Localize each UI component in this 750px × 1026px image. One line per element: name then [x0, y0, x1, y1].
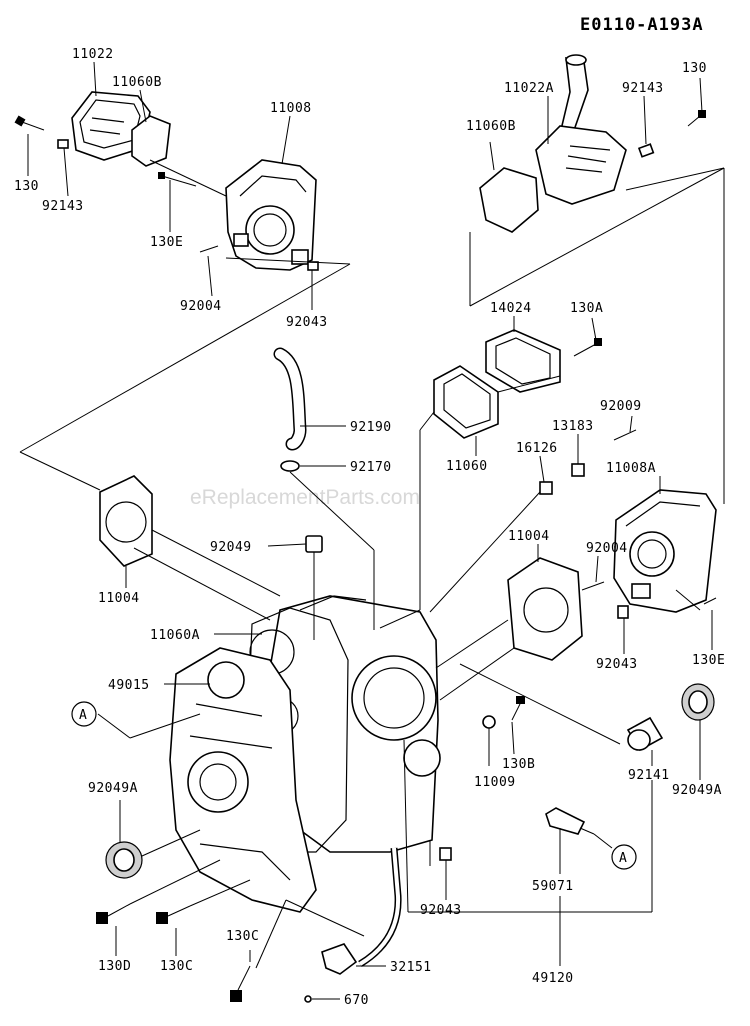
callout-130C: 130C	[226, 929, 259, 944]
callout-11022A: 11022A	[504, 81, 554, 96]
callout-130: 130	[14, 179, 39, 194]
callout-11022: 11022	[72, 47, 114, 62]
callout-14024: 14024	[490, 301, 532, 316]
reference-mark-a-left: A	[71, 701, 97, 727]
bolt-130-left	[14, 115, 45, 131]
cylinder-head-11008A	[613, 489, 717, 613]
callout-92143: 92143	[622, 81, 664, 96]
bolt-130-right	[687, 110, 706, 127]
collar-13183	[571, 463, 585, 477]
callout-16126: 16126	[516, 441, 558, 456]
callout-92141: 92141	[628, 768, 670, 783]
gasket-11004-right	[507, 557, 583, 661]
callout-92043: 92043	[596, 657, 638, 672]
collar-92143-left	[57, 139, 69, 149]
callout-11060B: 11060B	[112, 75, 162, 90]
callout-11060B: 11060B	[466, 119, 516, 134]
clamp-92170	[280, 460, 300, 472]
bolt-130E-right	[703, 597, 717, 605]
pin-16126	[539, 481, 553, 495]
svg-text:A: A	[619, 851, 627, 866]
breather-cover-14024	[485, 329, 561, 393]
crankcase	[169, 595, 441, 913]
callout-130D: 130D	[98, 959, 131, 974]
callout-92043: 92043	[420, 903, 462, 918]
collar-92143-right	[637, 143, 655, 158]
dipstick-tube-32151	[321, 847, 402, 975]
callout-92170: 92170	[350, 460, 392, 475]
callout-13183: 13183	[552, 419, 594, 434]
callout-92049: 92049	[210, 540, 252, 555]
callout-49015: 49015	[108, 678, 150, 693]
pin-92043-left	[307, 261, 319, 271]
callout-11004: 11004	[98, 591, 140, 606]
callout-130E: 130E	[692, 653, 725, 668]
callout-11009: 11009	[474, 775, 516, 790]
cylinder-head-cover-right	[535, 54, 627, 205]
callout-92143: 92143	[42, 199, 84, 214]
callout-11008A: 11008A	[606, 461, 656, 476]
gasket-11060	[433, 365, 499, 439]
plug-92009	[613, 429, 637, 441]
watermark: eReplacementParts.com	[190, 486, 420, 509]
bolt-130B	[511, 696, 525, 721]
callout-labels: 11022 11060B 11008 130 92143 130E 92004 …	[14, 47, 725, 1008]
stud-92004-right	[581, 581, 605, 591]
callout-130E: 130E	[150, 235, 183, 250]
callout-49120: 49120	[532, 971, 574, 986]
hose-92190	[273, 347, 307, 451]
callout-130B: 130B	[502, 757, 535, 772]
washer-11009	[482, 715, 496, 729]
callout-32151: 32151	[390, 960, 432, 975]
leader-lines	[19, 61, 725, 1000]
callout-92049A: 92049A	[672, 783, 722, 798]
callout-11008: 11008	[270, 101, 312, 116]
callout-11004: 11004	[508, 529, 550, 544]
oil-seal-92049A-left	[105, 841, 143, 879]
callout-92049A: 92049A	[88, 781, 138, 796]
plug-92049	[305, 535, 323, 553]
diagram-code: E0110-A193A	[580, 15, 704, 35]
cylinder-head-11008	[225, 159, 317, 271]
gasket-11060B-left	[131, 115, 171, 167]
callout-92190: 92190	[350, 420, 392, 435]
oil-seal-92049A-right	[681, 683, 715, 721]
gasket-11060B-right	[479, 167, 539, 233]
bearing-92141	[626, 716, 664, 752]
callout-11060A: 11060A	[150, 628, 200, 643]
callout-92043: 92043	[286, 315, 328, 330]
callout-59071: 59071	[532, 879, 574, 894]
bolt-130D	[96, 903, 131, 924]
pin-92043-bottom	[439, 847, 452, 861]
bolt-130E-left	[158, 172, 197, 187]
bolt-130C-2	[230, 965, 251, 1002]
callout-11060: 11060	[446, 459, 488, 474]
reference-mark-a-right: A	[611, 844, 637, 870]
sensor-59071	[545, 807, 595, 835]
callout-130A: 130A	[570, 301, 603, 316]
callout-92009: 92009	[600, 399, 642, 414]
stud-92004-left	[199, 245, 219, 253]
bolt-130C-1	[156, 905, 191, 924]
callout-130C: 130C	[160, 959, 193, 974]
callout-92004: 92004	[180, 299, 222, 314]
gasket-11004-left	[99, 475, 153, 567]
callout-670: 670	[344, 993, 369, 1008]
svg-text:A: A	[79, 708, 87, 723]
callout-130: 130	[682, 61, 707, 76]
pin-92043-right	[617, 605, 629, 619]
callout-92004: 92004	[586, 541, 628, 556]
o-ring-670	[304, 995, 312, 1003]
bolt-130A	[573, 338, 602, 357]
